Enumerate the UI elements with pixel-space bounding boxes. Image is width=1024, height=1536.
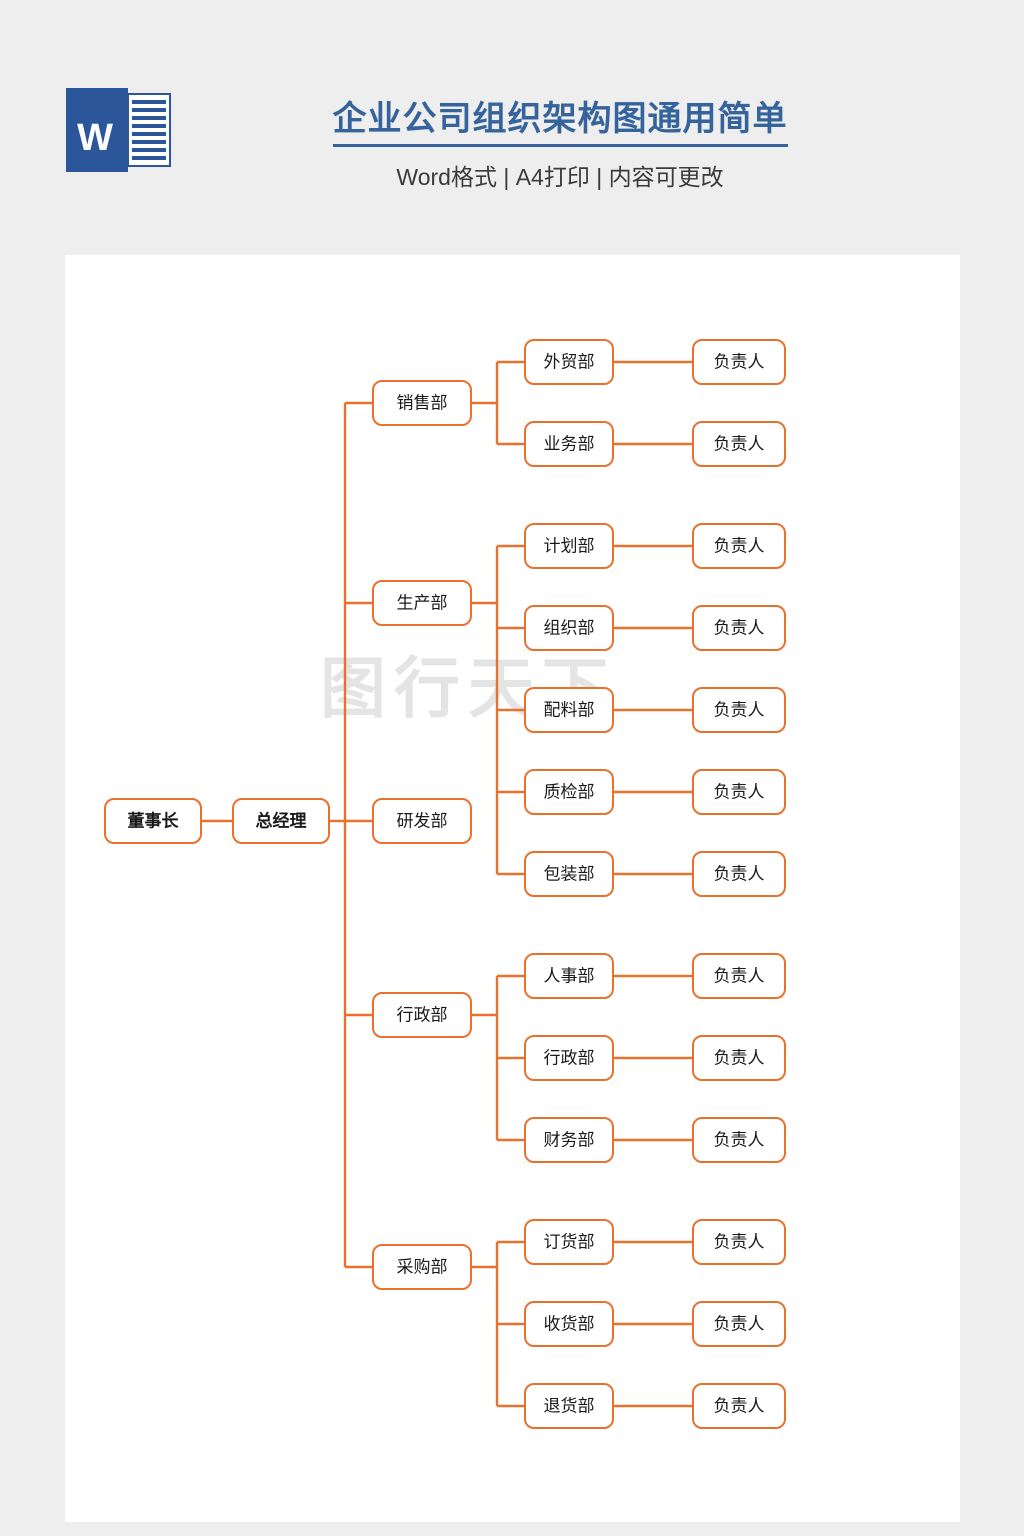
node-owner-4-1[interactable]: 负责人 [692, 1301, 786, 1347]
node-subdepartment-1-1[interactable]: 组织部 [524, 605, 614, 651]
node-owner-1-0-label: 负责人 [714, 537, 765, 556]
node-subdepartment-4-0-label: 订货部 [544, 1233, 595, 1252]
node-owner-3-2-label: 负责人 [714, 1131, 765, 1150]
node-owner-0-1-label: 负责人 [714, 435, 765, 454]
node-subdepartment-0-0-label: 外贸部 [544, 353, 595, 372]
node-owner-1-4-label: 负责人 [714, 865, 765, 884]
node-department-4-label: 采购部 [397, 1258, 448, 1277]
node-subdepartment-0-1[interactable]: 业务部 [524, 421, 614, 467]
node-subdepartment-4-0[interactable]: 订货部 [524, 1219, 614, 1265]
node-subdepartment-3-2[interactable]: 财务部 [524, 1117, 614, 1163]
node-owner-4-2[interactable]: 负责人 [692, 1383, 786, 1429]
node-owner-0-1[interactable]: 负责人 [692, 421, 786, 467]
node-department-2[interactable]: 研发部 [372, 798, 472, 844]
node-department-3-label: 行政部 [397, 1006, 448, 1025]
node-owner-4-0[interactable]: 负责人 [692, 1219, 786, 1265]
node-subdepartment-4-1[interactable]: 收货部 [524, 1301, 614, 1347]
node-general-manager[interactable]: 总经理 [232, 798, 330, 844]
node-subdepartment-0-0[interactable]: 外贸部 [524, 339, 614, 385]
node-owner-4-2-label: 负责人 [714, 1397, 765, 1416]
node-subdepartment-1-2[interactable]: 配料部 [524, 687, 614, 733]
node-owner-1-2[interactable]: 负责人 [692, 687, 786, 733]
node-chairman-label: 董事长 [128, 811, 180, 831]
node-general-manager-label: 总经理 [256, 811, 307, 831]
node-subdepartment-1-3[interactable]: 质检部 [524, 769, 614, 815]
node-subdepartment-1-3-label: 质检部 [544, 783, 595, 802]
org-chart: 董事长总经理销售部外贸部负责人业务部负责人生产部计划部负责人组织部负责人配料部负… [104, 339, 786, 1429]
page-title: 企业公司组织架构图通用简单 [332, 95, 788, 147]
node-department-3[interactable]: 行政部 [372, 992, 472, 1038]
node-owner-3-2[interactable]: 负责人 [692, 1117, 786, 1163]
node-subdepartment-1-4[interactable]: 包装部 [524, 851, 614, 897]
node-subdepartment-1-1-label: 组织部 [544, 619, 595, 638]
node-owner-1-1[interactable]: 负责人 [692, 605, 786, 651]
title-block: 企业公司组织架构图通用简单 Word格式 | A4打印 | 内容可更改 [180, 95, 940, 193]
node-owner-1-3[interactable]: 负责人 [692, 769, 786, 815]
node-owner-3-1-label: 负责人 [714, 1049, 765, 1068]
node-owner-4-1-label: 负责人 [714, 1315, 765, 1334]
node-department-2-label: 研发部 [397, 812, 448, 831]
node-chairman[interactable]: 董事长 [104, 798, 202, 844]
node-owner-3-1[interactable]: 负责人 [692, 1035, 786, 1081]
node-department-0-label: 销售部 [397, 394, 448, 413]
node-owner-0-0-label: 负责人 [714, 353, 765, 372]
node-department-0[interactable]: 销售部 [372, 380, 472, 426]
node-owner-3-0-label: 负责人 [714, 967, 765, 986]
node-owner-1-3-label: 负责人 [714, 783, 765, 802]
node-subdepartment-3-1-label: 行政部 [544, 1049, 595, 1068]
node-owner-1-2-label: 负责人 [714, 701, 765, 720]
node-owner-1-1-label: 负责人 [714, 619, 765, 638]
node-department-1-label: 生产部 [397, 594, 448, 613]
node-subdepartment-1-4-label: 包装部 [544, 865, 595, 884]
node-department-4[interactable]: 采购部 [372, 1244, 472, 1290]
node-owner-0-0[interactable]: 负责人 [692, 339, 786, 385]
node-subdepartment-0-1-label: 业务部 [544, 435, 595, 454]
node-subdepartment-4-2[interactable]: 退货部 [524, 1383, 614, 1429]
node-owner-4-0-label: 负责人 [714, 1233, 765, 1252]
page-header: W 企业公司组织架构图通用简单 Word格式 | A4打印 | 内容可更改 [0, 0, 1024, 255]
word-icon-letter: W [77, 117, 113, 159]
node-subdepartment-3-0-label: 人事部 [544, 967, 595, 986]
node-subdepartment-3-1[interactable]: 行政部 [524, 1035, 614, 1081]
page-subtitle: Word格式 | A4打印 | 内容可更改 [396, 164, 724, 190]
document-page: 图行天下 董事长总经理销售部外贸部负责人业务部负责人生产部计划部负责人组织部负责… [65, 255, 960, 1522]
node-subdepartment-4-1-label: 收货部 [544, 1315, 595, 1334]
node-subdepartment-3-2-label: 财务部 [544, 1131, 595, 1150]
word-document-icon: W [62, 86, 174, 174]
node-subdepartment-1-0-label: 计划部 [544, 537, 595, 556]
node-subdepartment-4-2-label: 退货部 [544, 1397, 595, 1416]
node-subdepartment-3-0[interactable]: 人事部 [524, 953, 614, 999]
node-owner-1-4[interactable]: 负责人 [692, 851, 786, 897]
node-department-1[interactable]: 生产部 [372, 580, 472, 626]
node-subdepartment-1-0[interactable]: 计划部 [524, 523, 614, 569]
node-subdepartment-1-2-label: 配料部 [544, 701, 595, 720]
node-owner-3-0[interactable]: 负责人 [692, 953, 786, 999]
node-owner-1-0[interactable]: 负责人 [692, 523, 786, 569]
